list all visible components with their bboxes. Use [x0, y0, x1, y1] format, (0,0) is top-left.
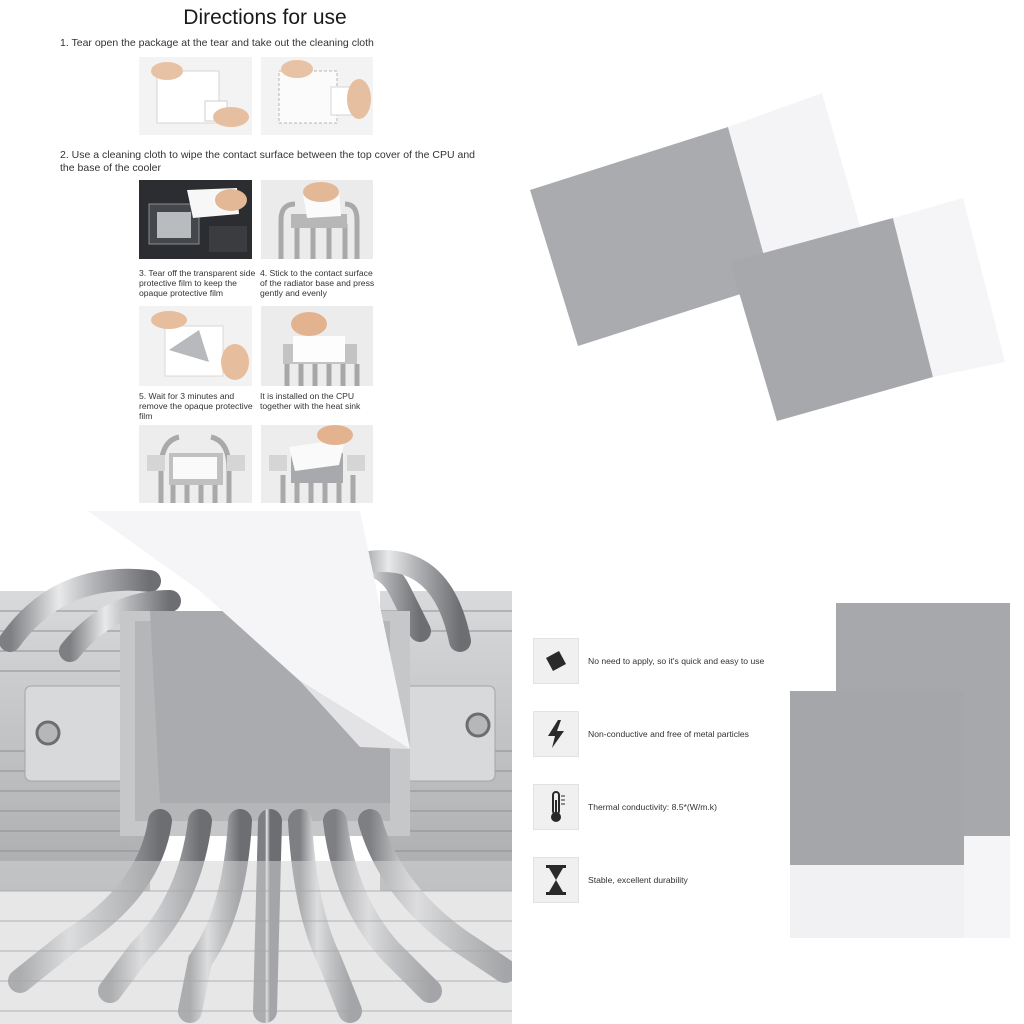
stacked-pads-product-image: [788, 603, 1012, 940]
step-5-photo: [139, 425, 252, 503]
step-1-photo-a: [139, 57, 252, 135]
lightning-icon: [533, 711, 579, 757]
directions-title: Directions for use: [183, 6, 347, 29]
step-2-photo-a: [139, 180, 252, 259]
step-1-text: 1. Tear open the package at the tear and…: [60, 37, 374, 49]
cooler-installation-photo: [0, 511, 512, 1024]
square-diamond-icon: [533, 638, 579, 684]
feature-easy-use-text: No need to apply, so it's quick and easy…: [588, 656, 765, 666]
step-4-photo: [261, 306, 373, 386]
hourglass-icon: [533, 857, 579, 903]
step-2-text: 2. Use a cleaning cloth to wipe the cont…: [60, 149, 475, 174]
thermometer-icon: [533, 784, 579, 830]
step-3-text: 3. Tear off the transparent side protect…: [139, 268, 256, 298]
feature-durability-text: Stable, excellent durability: [588, 875, 688, 885]
step-4-text: 4. Stick to the contact surface of the r…: [260, 268, 375, 298]
step-1-photo-b: [261, 57, 373, 135]
feature-thermal-conductivity-text: Thermal conductivity: 8.5*(W/m.k): [588, 802, 717, 812]
step-6-text: It is installed on the CPU together with…: [260, 391, 361, 411]
feature-non-conductive-text: Non-conductive and free of metal particl…: [588, 729, 749, 739]
step-2-photo-b: [261, 180, 373, 259]
step-5-text: 5. Wait for 3 minutes and remove the opa…: [139, 391, 253, 421]
thermal-pads-product-image: [525, 90, 1010, 430]
step-6-photo: [261, 425, 373, 503]
step-3-photo: [139, 306, 252, 386]
